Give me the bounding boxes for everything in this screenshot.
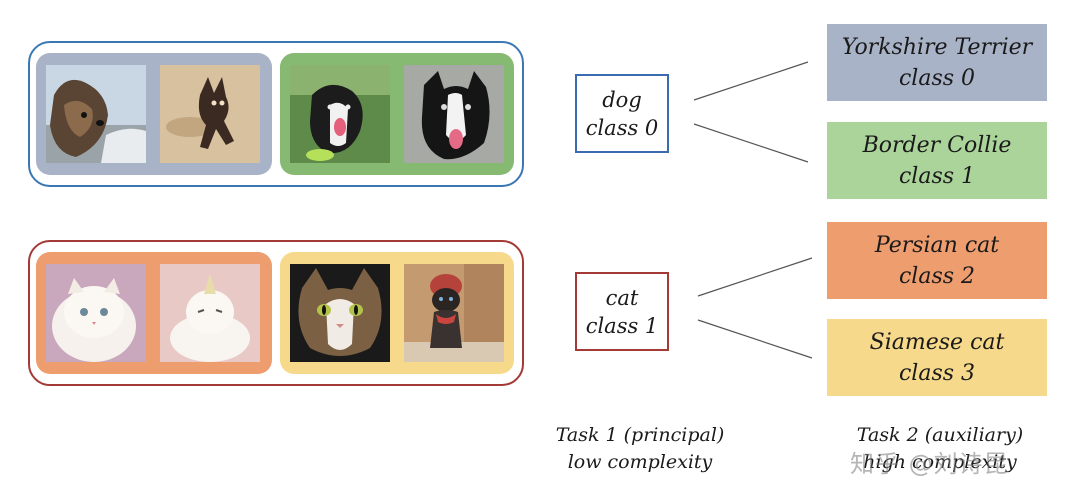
siamese-cat-photo-panel — [280, 252, 514, 374]
subclass-class-label: class 2 — [898, 263, 976, 289]
cat-label-name: cat — [605, 285, 639, 310]
subclass-siamese-cat: Siamese cat class 3 — [827, 319, 1047, 396]
subclass-border-collie: Border Collie class 1 — [827, 122, 1047, 199]
subclass-persian-cat: Persian cat class 2 — [827, 222, 1047, 299]
task-1-caption: Task 1 (principal) low complexity — [540, 422, 740, 476]
task-1-complexity: low complexity — [567, 451, 713, 473]
cat-label-class: class 1 — [585, 313, 659, 338]
siamese-cat-photo-2 — [404, 264, 504, 362]
subclass-class-label: class 0 — [898, 65, 976, 91]
task-2-caption: Task 2 (auxiliary) high complexity — [830, 422, 1050, 476]
border-collie-photo-1 — [290, 65, 390, 163]
subclass-name: Persian cat — [874, 232, 1000, 258]
subclass-name: Border Collie — [862, 132, 1012, 158]
yorkshire-terrier-photo-panel — [36, 53, 272, 175]
task-2-complexity: high complexity — [863, 451, 1017, 473]
dog-class-label: dog class 0 — [575, 74, 669, 153]
cat-class-label: cat class 1 — [575, 272, 669, 351]
yorkshire-terrier-photo-2 — [160, 65, 260, 163]
connector-dog-collie — [693, 123, 809, 163]
persian-cat-photo-panel — [36, 252, 272, 374]
subclass-class-label: class 3 — [898, 360, 976, 386]
yorkshire-terrier-photo-1 — [46, 65, 146, 163]
persian-cat-photo-2 — [160, 264, 260, 362]
subclass-name: Siamese cat — [869, 329, 1005, 355]
subclass-class-label: class 1 — [898, 163, 976, 189]
siamese-cat-photo-1 — [290, 264, 390, 362]
dog-label-name: dog — [602, 87, 642, 112]
border-collie-photo-2 — [404, 65, 504, 163]
connector-cat-persian — [697, 257, 813, 297]
connector-cat-siamese — [697, 319, 813, 359]
subclass-name: Yorkshire Terrier — [841, 34, 1033, 60]
task-1-title: Task 1 (principal) — [555, 424, 725, 446]
task-2-title: Task 2 (auxiliary) — [856, 424, 1024, 446]
connector-dog-yorkshire — [693, 61, 809, 101]
dog-label-class: class 0 — [585, 115, 659, 140]
watermark: 知乎 @刘诗昆 — [850, 450, 1009, 478]
border-collie-photo-panel — [280, 53, 514, 175]
subclass-yorkshire-terrier: Yorkshire Terrier class 0 — [827, 24, 1047, 101]
persian-cat-photo-1 — [46, 264, 146, 362]
